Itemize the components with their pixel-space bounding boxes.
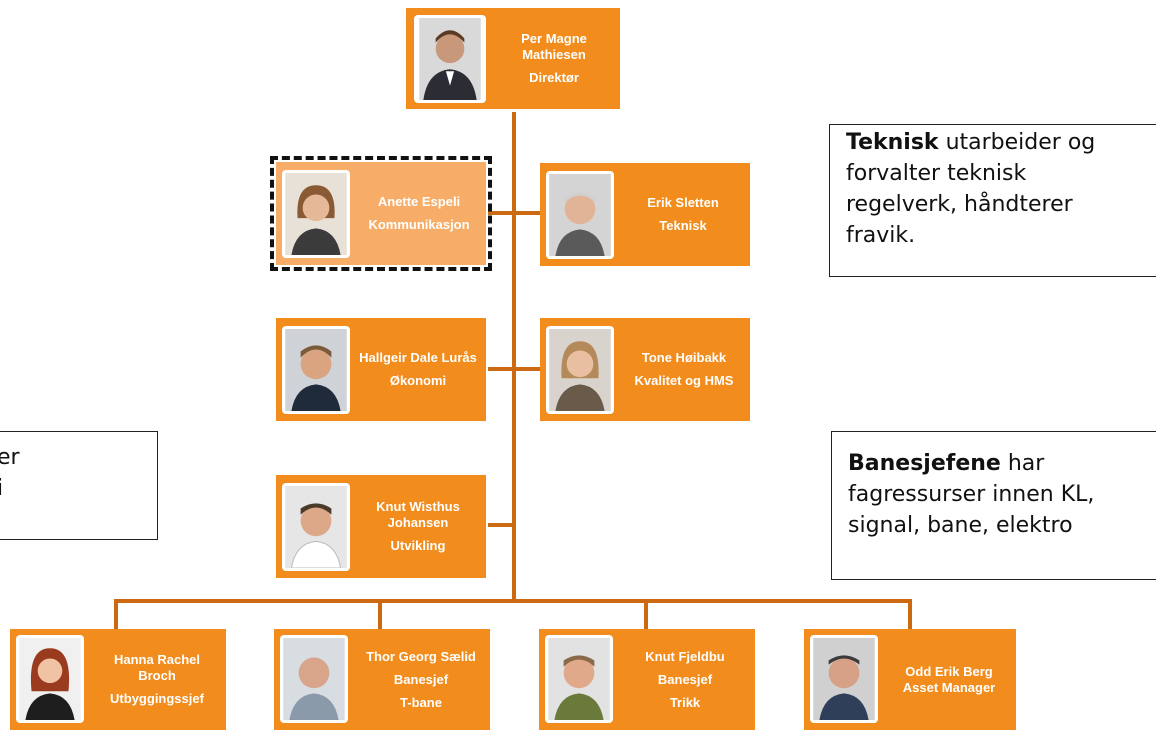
person-name: Hanna Rachel Broch	[114, 652, 200, 683]
connector-drop-2	[378, 599, 382, 631]
connector-drop-1	[114, 599, 118, 631]
person-card-hanna: Hanna Rachel Broch Utbyggingssjef	[10, 629, 226, 730]
person-info: Hanna Rachel Broch Utbyggingssjef	[90, 629, 224, 730]
note-banesjefene: Banesjefene har fagressurser innen KL, s…	[831, 431, 1156, 580]
person-title: Kommunikasjon	[368, 217, 470, 232]
person-name: Per Magne Mathiesen	[521, 31, 587, 62]
person-name: Knut Fjeldbu	[645, 648, 725, 664]
note-teknisk: Teknisk utarbeider og forvalter teknisk …	[829, 124, 1156, 277]
person-info: Odd Erik Berg Asset Manager	[884, 629, 1014, 730]
person-title: Utbyggingssjef	[110, 691, 204, 706]
man-photo-icon	[282, 483, 350, 571]
person-info: Thor Georg Sælid Banesjef T-bane	[352, 629, 490, 730]
connector-erik	[512, 211, 540, 215]
connector-tone	[512, 367, 540, 371]
director-info: Per Magne Mathiesen Direktør	[494, 8, 614, 109]
person-title: Teknisk	[659, 218, 707, 233]
person-name: Anette Espeli	[377, 194, 461, 209]
connector-bottom-bar	[114, 599, 912, 603]
person-info: Anette Espeli Kommunikasjon	[354, 162, 484, 265]
person-photo-director	[414, 15, 486, 103]
person-card-tone: Tone Høibakk Kvalitet og HMS	[540, 318, 750, 421]
person-title: Banesjef	[393, 671, 449, 687]
person-name: Knut Wisthus Johansen	[376, 499, 460, 530]
person-subtitle: T-bane	[400, 694, 442, 710]
person-title: Utvikling	[390, 538, 446, 553]
connector-trunk	[512, 112, 516, 602]
person-name: Hallgeir Dale Lurås	[359, 350, 477, 365]
man-photo-icon	[810, 635, 878, 723]
man-photo-icon	[282, 326, 350, 414]
person-info: Knut Wisthus Johansen Utvikling	[354, 475, 482, 578]
note-line: i	[0, 476, 4, 501]
person-name: Tone Høibakk	[641, 350, 727, 365]
person-subtitle: Trikk	[669, 694, 701, 710]
person-info: Tone Høibakk Kvalitet og HMS	[618, 318, 750, 421]
person-info: Knut Fjeldbu Banesjef Trikk	[619, 629, 751, 730]
person-info: Hallgeir Dale Lurås Økonomi	[354, 318, 482, 421]
note-bold: Teknisk	[846, 130, 939, 155]
note-text: utarbeider og forvalter teknisk regelver…	[846, 130, 1096, 248]
person-card-odd-erik: Odd Erik Berg Asset Manager	[804, 629, 1016, 730]
man-photo-icon	[280, 635, 348, 723]
person-name: Thor Georg Sælid	[366, 648, 476, 664]
person-title: Direktør	[529, 70, 579, 85]
person-title: Kvalitet og HMS	[634, 373, 734, 388]
person-card-knut-wisthus: Knut Wisthus Johansen Utvikling	[276, 475, 486, 578]
note-left-fragment: er i	[0, 431, 158, 540]
person-name: Erik Sletten	[647, 195, 719, 210]
person-card-hallgeir: Hallgeir Dale Lurås Økonomi	[276, 318, 486, 421]
person-card-knut-fjeldbu: Knut Fjeldbu Banesjef Trikk	[539, 629, 755, 730]
person-title: Asset Manager	[902, 679, 996, 695]
person-card-thor: Thor Georg Sælid Banesjef T-bane	[274, 629, 490, 730]
person-card-anette: Anette Espeli Kommunikasjon	[270, 156, 492, 271]
woman-photo-icon	[546, 326, 614, 414]
person-name: Odd Erik Berg	[905, 663, 993, 679]
man-photo-icon	[545, 635, 613, 723]
connector-drop-3	[644, 599, 648, 631]
person-title: Økonomi	[389, 373, 447, 388]
connector-knut-w	[488, 523, 516, 527]
note-text: har fagressurser innen KL, signal, bane,…	[848, 451, 1095, 538]
man-photo-icon	[546, 171, 614, 259]
note-bold: Banesjefene	[848, 451, 1001, 476]
woman-photo-icon	[16, 635, 84, 723]
woman-photo-icon	[282, 170, 350, 258]
person-card-erik: Erik Sletten Teknisk	[540, 163, 750, 266]
person-title: Banesjef	[657, 671, 713, 687]
connector-anette	[488, 211, 516, 215]
connector-drop-4	[908, 599, 912, 631]
connector-hallgeir	[488, 367, 516, 371]
director-card: Per Magne Mathiesen Direktør	[406, 8, 620, 109]
person-info: Erik Sletten Teknisk	[620, 163, 746, 266]
note-line: er	[0, 445, 20, 470]
